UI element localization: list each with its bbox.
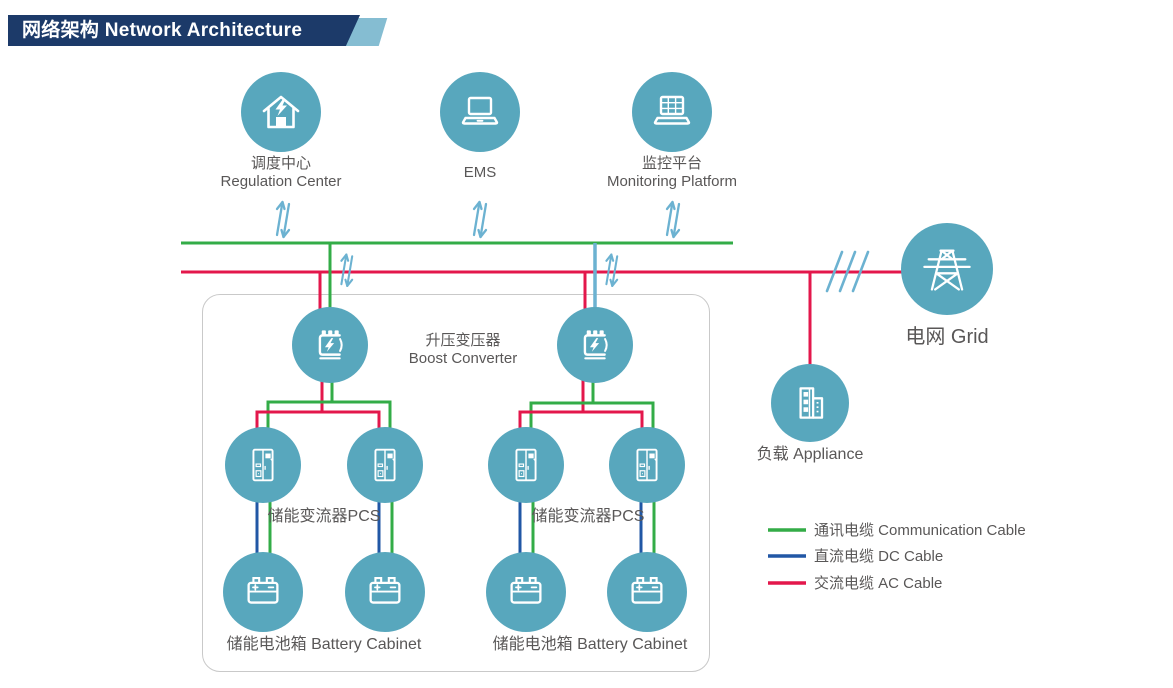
converter-cabinet-icon bbox=[515, 448, 537, 482]
legend-label-ac: 交流电缆 AC Cable bbox=[814, 575, 943, 592]
dc-cable-swatch bbox=[768, 553, 806, 558]
legend-label-communication: 通讯电缆 Communication Cable bbox=[814, 522, 1026, 539]
pcs-node bbox=[488, 427, 564, 503]
transformer-icon bbox=[583, 330, 608, 360]
pcs-node bbox=[347, 427, 423, 503]
boost-converter-label-zh: 升压变压器 bbox=[425, 332, 501, 349]
ac-cable-swatch bbox=[768, 580, 806, 585]
battery-icon bbox=[510, 577, 542, 604]
battery-icon bbox=[247, 577, 279, 604]
battery-cabinet-node bbox=[223, 552, 303, 632]
house-bolt-icon bbox=[262, 95, 300, 129]
data-flow-arrow-icon bbox=[340, 253, 354, 288]
laptop-icon bbox=[461, 96, 499, 125]
battery-icon bbox=[631, 577, 663, 604]
converter-cabinet-icon bbox=[252, 448, 274, 482]
grid-node bbox=[901, 223, 993, 315]
monitoring-platform-node bbox=[632, 72, 712, 152]
boost-converter-node bbox=[557, 307, 633, 383]
communication-branch-path bbox=[266, 400, 392, 432]
legend-item-communication: 通讯电缆 Communication Cable bbox=[768, 519, 1026, 540]
data-flow-arrow-icon bbox=[665, 200, 681, 239]
battery-cabinet-label: 储能电池箱 Battery Cabinet bbox=[226, 636, 422, 653]
legend-item-dc: 直流电缆 DC Cable bbox=[768, 545, 943, 566]
battery-cabinet-label: 储能电池箱 Battery Cabinet bbox=[492, 636, 688, 653]
battery-cabinet-node bbox=[486, 552, 566, 632]
pcs-node bbox=[225, 427, 301, 503]
data-flow-arrow-icon bbox=[605, 253, 619, 288]
ems-label: EMS bbox=[463, 164, 497, 181]
cluster1-branch-lines bbox=[255, 380, 392, 432]
ac-branch-path bbox=[518, 410, 644, 432]
data-flow-arrow-icon bbox=[275, 200, 291, 239]
grid-break-slashes bbox=[825, 250, 870, 293]
transmission-tower-icon bbox=[923, 249, 971, 291]
monitoring-platform-label-en: Monitoring Platform bbox=[606, 173, 738, 190]
legend-label-dc: 直流电缆 DC Cable bbox=[814, 548, 944, 565]
ems-node bbox=[440, 72, 520, 152]
pcs-label: 储能变流器PCS bbox=[267, 508, 381, 525]
storage-system-container bbox=[202, 294, 710, 672]
converter-cabinet-icon bbox=[374, 448, 396, 482]
boost-converter-label-en: Boost Converter bbox=[408, 350, 518, 367]
communication-branch-path bbox=[529, 401, 655, 432]
regulation-center-label-en: Regulation Center bbox=[220, 173, 342, 190]
junction-1-drop-lines bbox=[318, 243, 332, 315]
pcs-battery-stubs bbox=[255, 502, 656, 556]
battery-cabinet-node bbox=[345, 552, 425, 632]
monitoring-platform-label-zh: 监控平台 bbox=[641, 155, 702, 172]
cluster2-branch-lines bbox=[518, 380, 655, 432]
pcs-node bbox=[609, 427, 685, 503]
legend-item-ac: 交流电缆 AC Cable bbox=[768, 572, 942, 593]
boost-converter-node bbox=[292, 307, 368, 383]
laptop-grid-icon bbox=[653, 95, 691, 125]
junction-2-drop-lines bbox=[583, 243, 597, 315]
transformer-icon bbox=[318, 330, 343, 360]
grid-label: 电网 Grid bbox=[905, 326, 989, 348]
regulation-center-node bbox=[241, 72, 321, 152]
title-banner: 网络架构 Network Architecture bbox=[8, 15, 360, 46]
converter-cabinet-icon bbox=[636, 448, 658, 482]
pcs-label: 储能变流器PCS bbox=[531, 508, 645, 525]
battery-icon bbox=[369, 577, 401, 604]
communication-cable-swatch bbox=[768, 527, 806, 532]
ac-branch-path bbox=[255, 410, 381, 432]
page-title: 网络架构 Network Architecture bbox=[22, 20, 303, 41]
battery-cabinet-node bbox=[607, 552, 687, 632]
buildings-icon bbox=[799, 387, 824, 419]
regulation-center-label-zh: 调度中心 bbox=[250, 155, 312, 172]
data-flow-arrow-icon bbox=[472, 200, 488, 239]
appliance-node bbox=[771, 364, 849, 442]
appliance-label: 负载 Appliance bbox=[756, 446, 864, 463]
